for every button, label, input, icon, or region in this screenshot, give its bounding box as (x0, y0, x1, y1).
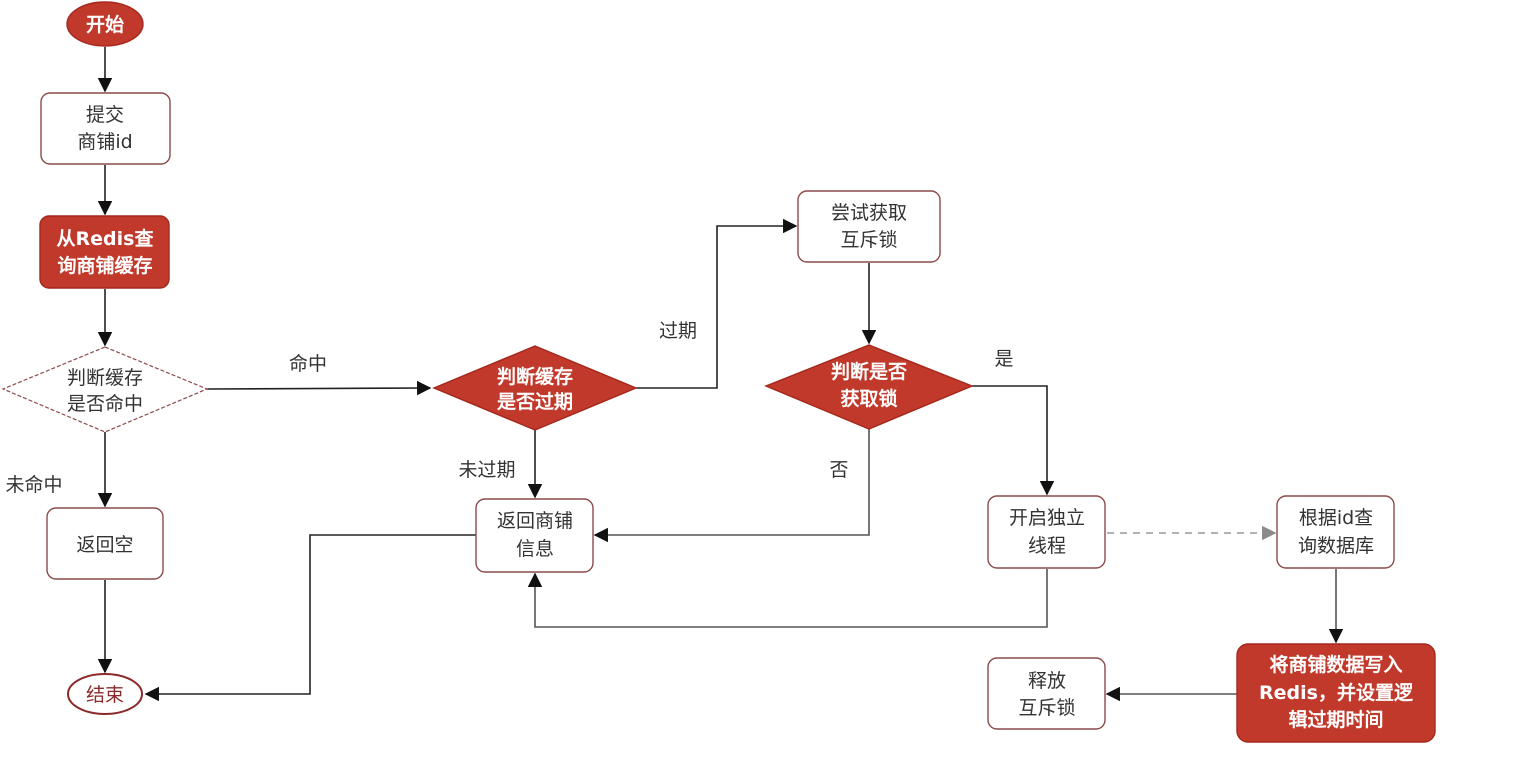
node-new-thread[interactable]: 开启独立 线程 (987, 495, 1106, 569)
edge-label-expired: 过期 (659, 320, 697, 342)
edge-label-yes: 是 (994, 348, 1013, 370)
node-query-db-line-2: 询数据库 (1298, 535, 1374, 557)
edge-expired-to-try-lock (636, 218, 798, 389)
node-check-expired-line-2: 是否过期 (497, 391, 573, 413)
node-start[interactable]: 开始 (66, 1, 144, 47)
node-submit-id-line-1: 提交 (86, 104, 124, 126)
edges (97, 47, 1344, 702)
node-check-hit[interactable]: 判断缓存 是否命中 (1, 346, 209, 433)
node-submit-id[interactable]: 提交 商铺id (40, 92, 171, 165)
node-release-lock[interactable]: 释放 互斥锁 (987, 657, 1106, 730)
node-return-shop-line-1: 返回商铺 (497, 510, 573, 532)
process-shape (475, 498, 594, 573)
node-write-redis-line-2: Redis，并设置逻 (1259, 681, 1414, 704)
decision-shape (1, 346, 209, 433)
node-write-redis-line-1: 将商铺数据写入 (1269, 653, 1402, 676)
node-new-thread-line-2: 线程 (1028, 535, 1066, 557)
node-query-redis-line-2: 询商铺缓存 (57, 254, 152, 277)
decision-shape (432, 345, 638, 431)
node-check-lock-line-1: 判断是否 (831, 360, 907, 383)
edge-labels: 命中 未命中 过期 未过期 是 否 (5, 320, 1013, 496)
node-check-expired[interactable]: 判断缓存 是否过期 (432, 345, 638, 431)
terminal-shape (67, 673, 143, 715)
process-shape (40, 92, 171, 165)
edge-label-miss: 未命中 (5, 474, 62, 496)
node-query-db-line-1: 根据id查 (1299, 507, 1373, 529)
node-return-null-label: 返回空 (76, 534, 133, 556)
process-shape (46, 507, 164, 580)
node-return-shop[interactable]: 返回商铺 信息 (475, 498, 594, 573)
process-shape (1236, 643, 1436, 743)
node-return-null[interactable]: 返回空 (46, 507, 164, 580)
node-try-lock[interactable]: 尝试获取 互斥锁 (797, 190, 941, 263)
node-query-redis[interactable]: 从Redis查 询商铺缓存 (39, 215, 170, 289)
node-query-db[interactable]: 根据id查 询数据库 (1276, 495, 1395, 569)
edge-new-thread-to-return-shop (527, 569, 1048, 628)
node-end[interactable]: 结束 (67, 673, 143, 715)
node-release-lock-line-2: 互斥锁 (1018, 697, 1075, 719)
node-try-lock-line-1: 尝试获取 (831, 202, 907, 224)
node-return-shop-line-2: 信息 (516, 538, 554, 560)
node-new-thread-line-1: 开启独立 (1009, 507, 1085, 529)
decision-shape (764, 344, 974, 430)
process-shape (39, 215, 170, 289)
node-try-lock-line-2: 互斥锁 (840, 229, 897, 251)
node-check-hit-line-1: 判断缓存 (67, 367, 143, 389)
process-shape (1276, 495, 1395, 569)
node-check-expired-line-1: 判断缓存 (497, 365, 573, 388)
edge-no-to-return-shop (593, 429, 870, 543)
node-check-lock[interactable]: 判断是否 获取锁 (764, 344, 974, 430)
node-submit-id-line-2: 商铺id (77, 131, 132, 153)
node-check-hit-line-2: 是否命中 (67, 393, 143, 415)
node-write-redis[interactable]: 将商铺数据写入 Redis，并设置逻 辑过期时间 (1236, 643, 1436, 743)
process-shape (987, 657, 1106, 730)
edge-label-not-expired: 未过期 (458, 459, 515, 481)
node-release-lock-line-1: 释放 (1028, 670, 1066, 692)
edge-label-no: 否 (829, 459, 848, 481)
node-check-lock-line-2: 获取锁 (840, 387, 897, 410)
edge-yes-to-new-thread (972, 385, 1055, 496)
edge-hit-to-check-expired (206, 380, 432, 396)
edge-return-shop-to-end (144, 534, 476, 702)
node-start-label: 开始 (86, 13, 124, 36)
node-end-label: 结束 (86, 684, 124, 706)
process-shape (987, 495, 1106, 569)
terminal-shape (66, 1, 144, 47)
process-shape (797, 190, 941, 263)
node-query-redis-line-1: 从Redis查 (57, 227, 155, 250)
edge-label-hit: 命中 (289, 353, 327, 375)
node-write-redis-line-3: 辑过期时间 (1288, 708, 1383, 731)
